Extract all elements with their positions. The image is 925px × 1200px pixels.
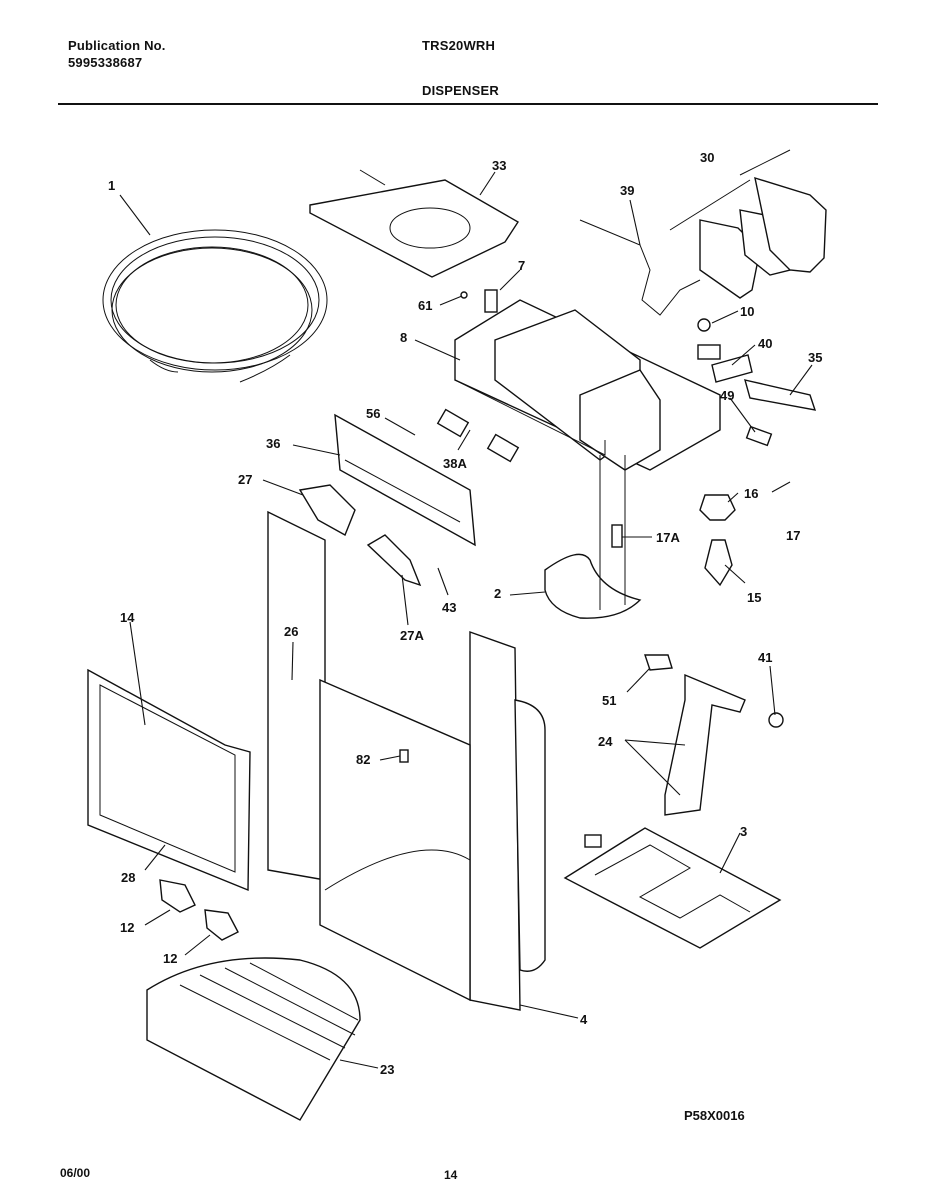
part-27-bracket xyxy=(298,484,356,536)
part-2-chute xyxy=(544,553,642,619)
label-28: 28 xyxy=(121,870,135,885)
part-23-drip-tray xyxy=(146,957,361,1121)
label-17: 17 xyxy=(786,528,800,543)
label-41: 41 xyxy=(758,650,772,665)
label-8: 8 xyxy=(400,330,407,345)
label-7: 7 xyxy=(518,258,525,273)
label-14: 14 xyxy=(120,610,135,625)
label-15: 15 xyxy=(747,590,761,605)
label-39: 39 xyxy=(620,183,634,198)
part-30-actuator xyxy=(669,149,827,299)
part-12-clip-a xyxy=(159,879,196,913)
label-38a: 38A xyxy=(443,456,467,471)
label-61: 61 xyxy=(418,298,432,313)
label-35: 35 xyxy=(808,350,822,365)
part-51-clip xyxy=(644,654,673,671)
part-35-rod xyxy=(744,379,817,411)
part-49-switch xyxy=(745,425,773,447)
label-43: 43 xyxy=(442,600,456,615)
publication-label: Publication No. xyxy=(68,38,166,53)
label-2: 2 xyxy=(494,586,501,601)
part-27a-lever xyxy=(366,534,422,587)
part-33-cover-plate xyxy=(309,169,519,278)
page-number: 14 xyxy=(444,1168,458,1182)
part-3-heater xyxy=(563,827,782,949)
part-17a-screw xyxy=(611,524,623,548)
part-1-tubing-coil xyxy=(102,229,328,383)
part-82-screw xyxy=(399,749,409,763)
part-10-spring xyxy=(697,318,721,360)
part-7-bracket xyxy=(460,289,498,313)
label-30: 30 xyxy=(700,150,714,165)
part-40-solenoid xyxy=(711,354,753,383)
label-10: 10 xyxy=(740,304,754,319)
label-82: 82 xyxy=(356,752,370,767)
label-49: 49 xyxy=(720,388,734,403)
label-26: 26 xyxy=(284,624,298,639)
part-12-clip-b xyxy=(204,909,239,941)
part-16-socket xyxy=(699,494,736,521)
label-36: 36 xyxy=(266,436,280,451)
part-41-spring xyxy=(768,712,784,728)
label-17a: 17A xyxy=(656,530,680,545)
label-51: 51 xyxy=(602,693,616,708)
label-16: 16 xyxy=(744,486,758,501)
part-labels: 1 33 30 39 7 61 10 8 40 35 49 56 36 38A … xyxy=(108,150,822,1077)
label-1: 1 xyxy=(108,178,115,193)
leader-lines xyxy=(119,171,813,1069)
label-12-b: 12 xyxy=(163,951,177,966)
part-15-bulb xyxy=(704,539,733,587)
part-8-housing xyxy=(454,299,721,471)
section-title: DISPENSER xyxy=(422,83,499,98)
figure-code: P58X0016 xyxy=(684,1108,745,1123)
label-24: 24 xyxy=(598,734,613,749)
part-24-lever-arm xyxy=(664,673,746,816)
label-12-a: 12 xyxy=(120,920,134,935)
label-27a: 27A xyxy=(400,628,424,643)
part-side-panel-left xyxy=(267,510,326,881)
label-27: 27 xyxy=(238,472,252,487)
label-33: 33 xyxy=(492,158,506,173)
model-number: TRS20WRH xyxy=(422,38,496,53)
label-23: 23 xyxy=(380,1062,394,1077)
part-4-dispenser-body xyxy=(319,631,546,1011)
header-rule xyxy=(58,103,878,105)
part-39-wire-harness xyxy=(579,219,701,316)
footer-date: 06/00 xyxy=(60,1166,91,1180)
part-17-screw xyxy=(771,481,791,493)
label-40: 40 xyxy=(758,336,772,351)
publication-number: 5995338687 xyxy=(68,55,143,70)
part-38a-switches xyxy=(436,408,520,463)
label-4: 4 xyxy=(580,1012,588,1027)
part-28-frame xyxy=(87,668,251,892)
part-36-front-panel xyxy=(334,413,476,547)
label-3: 3 xyxy=(740,824,747,839)
label-56: 56 xyxy=(366,406,380,421)
